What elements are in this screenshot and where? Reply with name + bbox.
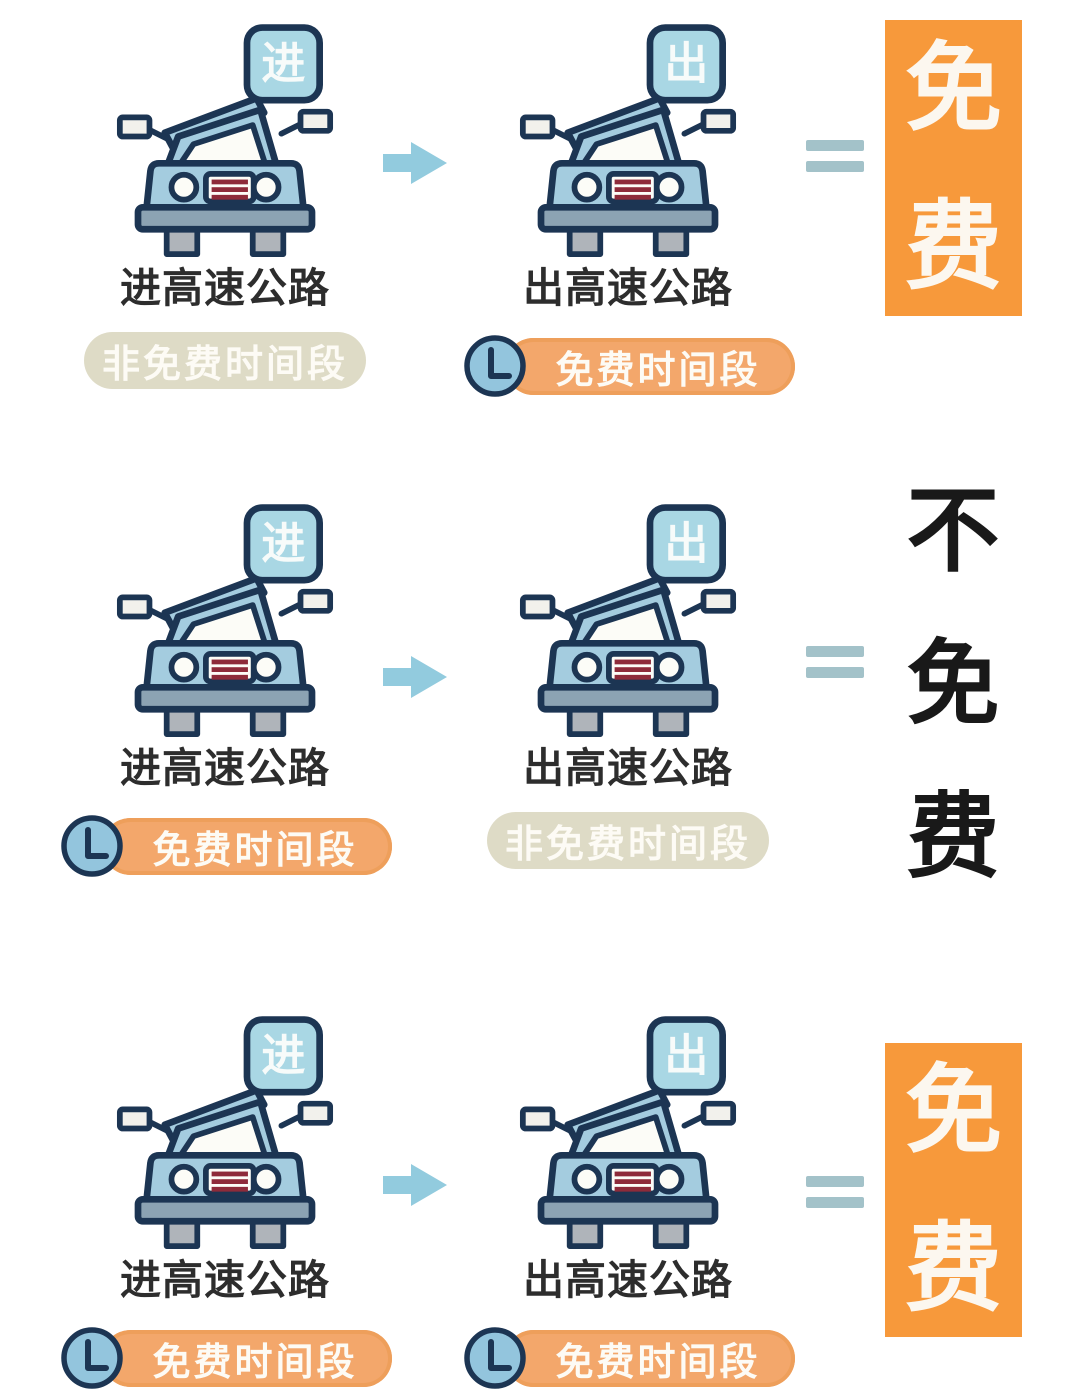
scenario-row-2: 进 进高速公路 免费时间段 出 出高速公路 非免费时间段 不免费 bbox=[0, 479, 1080, 950]
car-sign-label: 出 bbox=[664, 1031, 708, 1080]
car-caption: 进高速公路 bbox=[120, 1257, 330, 1303]
result-free-block: 免费 bbox=[885, 1043, 1022, 1337]
scenario-row-3: 进 进高速公路 免费时间段 出 出高速公路 免费时间段 bbox=[0, 992, 1080, 1398]
arrow-right-icon bbox=[383, 138, 449, 188]
time-badge-group: 免费时间段 bbox=[0, 812, 475, 880]
time-badge-group: 免费时间段 bbox=[0, 1324, 475, 1392]
equals-sign bbox=[806, 646, 864, 678]
car-front-icon: 进 bbox=[115, 498, 335, 737]
clock-icon bbox=[58, 812, 126, 880]
car-caption: 出高速公路 bbox=[523, 265, 733, 311]
arrow-right-icon bbox=[383, 652, 449, 702]
clock-icon bbox=[461, 332, 529, 400]
result-text: 免费 bbox=[905, 34, 1002, 301]
exit-car-group: 出 出高速公路 免费时间段 bbox=[488, 992, 795, 1398]
result-free-block: 免费 bbox=[885, 20, 1022, 316]
clock-icon bbox=[461, 1324, 529, 1392]
time-badge-group: 非免费时间段 bbox=[0, 332, 475, 389]
car-sign-label: 进 bbox=[261, 1031, 305, 1080]
time-badge-group: 非免费时间段 bbox=[378, 812, 878, 869]
time-badge-group: 免费时间段 bbox=[378, 1324, 878, 1392]
car-sign-label: 进 bbox=[261, 39, 305, 88]
time-badge-group: 免费时间段 bbox=[378, 332, 878, 400]
enter-car-group: 进 进高速公路 非免费时间段 bbox=[83, 0, 366, 470]
time-badge: 免费时间段 bbox=[102, 1329, 392, 1387]
time-badge: 非免费时间段 bbox=[83, 332, 366, 389]
time-badge: 非免费时间段 bbox=[486, 812, 769, 869]
car-front-icon: 出 bbox=[518, 18, 738, 257]
result-text: 免费 bbox=[905, 1056, 1002, 1323]
equals-sign bbox=[806, 140, 864, 172]
car-caption: 出高速公路 bbox=[523, 745, 733, 791]
car-caption: 出高速公路 bbox=[523, 1257, 733, 1303]
clock-icon bbox=[58, 1324, 126, 1392]
car-front-icon: 出 bbox=[518, 1010, 738, 1249]
result-not-free-text: 不免费 bbox=[878, 476, 1028, 892]
car-caption: 进高速公路 bbox=[120, 265, 330, 311]
equals-sign bbox=[806, 1176, 864, 1208]
car-sign-label: 出 bbox=[664, 39, 708, 88]
exit-car-group: 出 出高速公路 免费时间段 bbox=[488, 0, 795, 470]
enter-car-group: 进 进高速公路 免费时间段 bbox=[85, 480, 392, 950]
result-text: 不免费 bbox=[906, 478, 1000, 889]
car-sign-label: 出 bbox=[664, 519, 708, 568]
scenario-row-1: 进 进高速公路 非免费时间段 出 出高速公路 免费时间段 免费 bbox=[0, 0, 1080, 470]
car-sign-label: 进 bbox=[261, 519, 305, 568]
car-front-icon: 进 bbox=[115, 1010, 335, 1249]
car-caption: 进高速公路 bbox=[120, 745, 330, 791]
enter-car-group: 进 进高速公路 免费时间段 bbox=[85, 992, 392, 1398]
time-badge: 免费时间段 bbox=[505, 337, 795, 395]
arrow-right-icon bbox=[383, 1160, 449, 1210]
time-badge: 免费时间段 bbox=[505, 1329, 795, 1387]
time-badge: 免费时间段 bbox=[102, 817, 392, 875]
car-front-icon: 出 bbox=[518, 498, 738, 737]
car-front-icon: 进 bbox=[115, 18, 335, 257]
exit-car-group: 出 出高速公路 非免费时间段 bbox=[486, 480, 769, 950]
